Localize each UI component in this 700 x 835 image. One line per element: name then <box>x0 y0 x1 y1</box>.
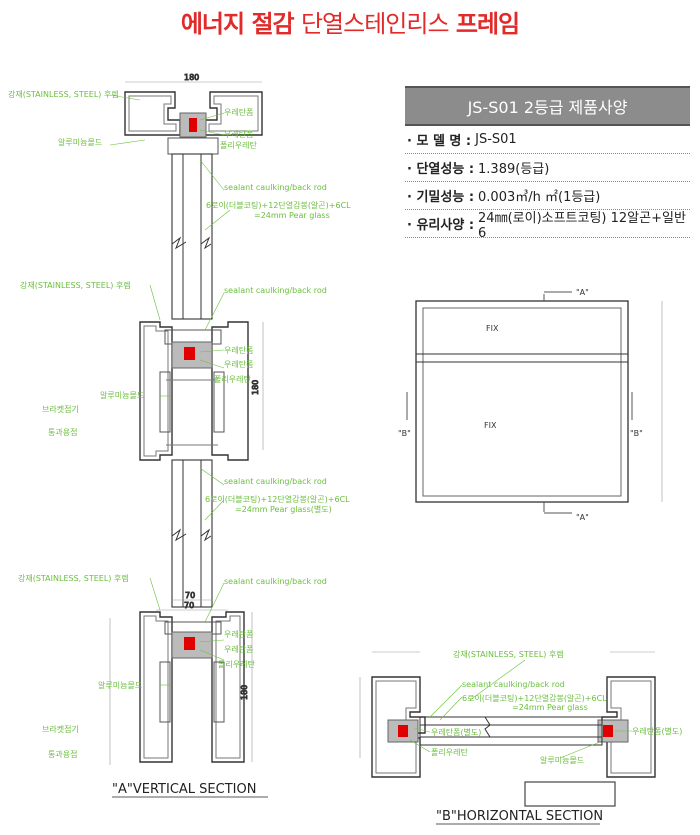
vertical-section: 180 180 70 <box>109 73 264 765</box>
horizontal-section <box>359 651 656 807</box>
dim-mid2: 70 <box>185 591 195 600</box>
label-poly-bot: 폴리우레탄 <box>218 659 255 669</box>
spec-key: · 단열성능 : <box>407 162 475 177</box>
label-h-sealant: sealant caulking/back rod <box>462 680 565 689</box>
title-part3: 프레임 <box>455 10 520 38</box>
spec-key: · 모 델 명 : <box>407 134 472 149</box>
label-h-glass-a: 6로이(더블코팅)+12단열감봉(알곤)+6CL <box>462 693 607 703</box>
spec-key: · 기밀성능 : <box>407 190 475 205</box>
spec-table: JS-S01 2등급 제품사양 · 모 델 명 :JS-S01 · 단열성능 :… <box>405 86 690 241</box>
label-urethane-bot: 우레탄폼 <box>224 629 253 639</box>
spec-value: 1.389(등급) <box>478 162 550 177</box>
page-title: 에너지 절감 단열스테인리스 프레임 <box>0 4 700 39</box>
label-b-right: "B" <box>630 429 643 438</box>
label-steel-mid: 강재(STAINLESS, STEEL) 후렘 <box>20 280 131 290</box>
label-glass2-a: 6로이(더블코팅)+12단열감봉(알곤)+6CL <box>205 494 350 504</box>
label-weld-mid: 통과용접 <box>48 427 77 437</box>
spec-value: JS-S01 <box>475 132 517 147</box>
label-glass2-b: =24mm Pear glass(별도) <box>235 504 332 514</box>
label-steel-top: 강재(STAINLESS, STEEL) 후렘 <box>8 89 119 99</box>
label-rain-tape1: 우레탄폼 <box>224 107 253 117</box>
horizontal-leaders <box>409 659 632 759</box>
label-sealant4: sealant caulking/back rod <box>224 577 327 586</box>
label-rain-tape2: 우레탄폼 <box>224 129 253 139</box>
label-h-glass-b: =24mm Pear glass <box>512 703 588 712</box>
vertical-leaders <box>109 94 231 686</box>
label-fix-bottom: FIX <box>484 421 497 430</box>
dim-mid: 180 <box>251 380 260 395</box>
dim-top: 180 <box>184 73 199 82</box>
label-a-top: "A" <box>576 288 589 297</box>
label-bracket-bot: 브라켓접기 <box>42 724 79 734</box>
spec-value: 0.003㎥/h ㎡(1등급) <box>478 190 601 205</box>
spec-key: · 유리사양 : <box>407 218 475 233</box>
label-h-rain-right: 우레탄폼(별도) <box>632 726 682 736</box>
spec-row-glass: · 유리사양 :24㎜(로이)소프트코팅) 12알곤+일반6 <box>405 210 690 241</box>
elevation <box>406 291 663 514</box>
label-h-alu-mold: 알루미늄몰드 <box>540 755 584 765</box>
label-bracket-mid: 브라켓접기 <box>42 404 79 414</box>
caption-horizontal: "B"HORIZONTAL SECTION <box>436 809 603 824</box>
vertical-labels: 강재(STAINLESS, STEEL) 후렘 알루미늄몰드 우레탄폼 우레탄폼… <box>8 89 351 798</box>
label-fix-top: FIX <box>486 324 499 333</box>
caption-vertical: "A"VERTICAL SECTION <box>112 782 256 797</box>
label-poly-mid: 폴리우레탄 <box>214 374 251 384</box>
label-sealant2: sealant caulking/back rod <box>224 286 327 295</box>
label-alu-mold-top: 알루미늄몰드 <box>58 137 102 147</box>
spec-row-model: · 모 델 명 :JS-S01 <box>405 126 690 154</box>
label-sealant1: sealant caulking/back rod <box>224 183 327 192</box>
label-a-bottom: "A" <box>576 513 589 522</box>
dim-bot-v: 180 <box>240 685 249 700</box>
label-urethane-mid2: 우레탄폼 <box>224 359 253 369</box>
title-part1: 에너지 절감 <box>180 10 295 38</box>
horizontal-labels: 강재(STAINLESS, STEEL) 후렘 sealant caulking… <box>431 649 682 825</box>
label-alu-mold-bot: 알루미늄몰드 <box>98 680 142 690</box>
spec-row-insulation: · 단열성능 :1.389(등급) <box>405 154 690 182</box>
label-glass1-a: 6로이(더블코팅)+12단열감봉(알곤)+6CL <box>206 200 351 210</box>
spec-value: 24㎜(로이)소프트코팅) 12알곤+일반6 <box>478 210 686 241</box>
title-part2: 단열스테인리스 <box>300 10 450 38</box>
label-weld-bot: 통과용접 <box>48 749 77 759</box>
label-h-steel: 강재(STAINLESS, STEEL) 후렘 <box>453 649 564 659</box>
label-urethane-mid: 우레탄폼 <box>224 345 253 355</box>
label-polyurethane-top: 폴리우레탄 <box>220 140 257 150</box>
label-h-poly: 폴리우레탄 <box>431 747 468 757</box>
label-alu-mold-mid: 알루미늄몰드 <box>100 390 144 400</box>
elevation-labels: FIX FIX "A" "A" "B" "B" <box>398 288 643 522</box>
label-sealant3: sealant caulking/back rod <box>224 477 327 486</box>
label-steel-bot: 강재(STAINLESS, STEEL) 후렘 <box>18 573 129 583</box>
label-b-left: "B" <box>398 429 411 438</box>
spec-row-airtight: · 기밀성능 :0.003㎥/h ㎡(1등급) <box>405 182 690 210</box>
label-glass1-b: =24mm Pear glass <box>254 211 330 220</box>
label-urethane-bot2: 우레탄폼 <box>224 644 253 654</box>
label-h-rain-left: 우레탄폼(별도) <box>431 727 481 737</box>
dim-bot: 70 <box>184 601 194 610</box>
spec-header: JS-S01 2등급 제품사양 <box>405 86 690 126</box>
